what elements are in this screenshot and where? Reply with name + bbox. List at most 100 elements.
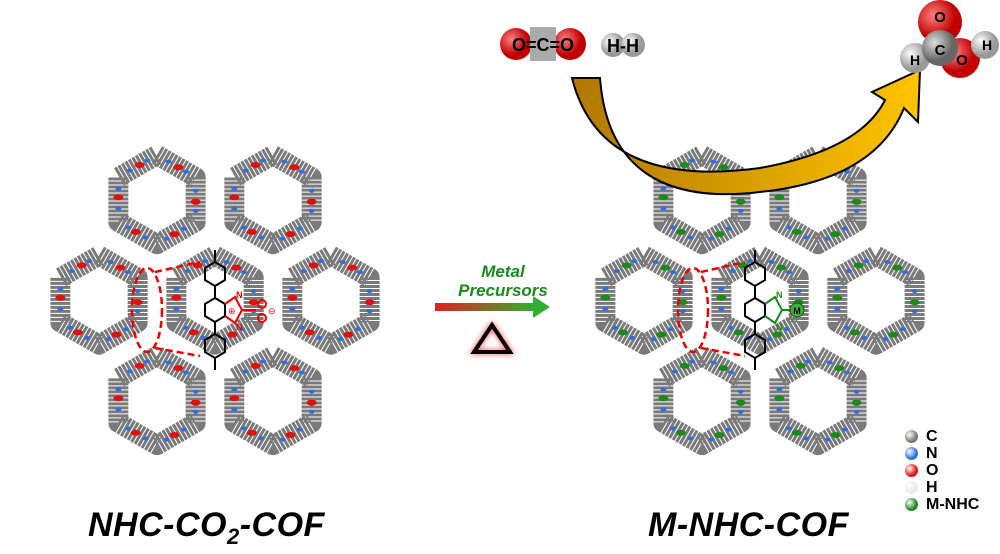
nitrogen-site bbox=[355, 327, 362, 332]
functional-site bbox=[679, 362, 690, 369]
nitrogen-site bbox=[652, 260, 659, 265]
nitrogen-site bbox=[308, 389, 315, 394]
functional-site bbox=[130, 228, 141, 235]
functional-site bbox=[55, 294, 66, 301]
legend-swatch bbox=[905, 464, 918, 477]
nitrogen-site bbox=[629, 335, 636, 340]
nitrogen-site bbox=[163, 437, 170, 442]
nitrogen-site bbox=[86, 258, 93, 263]
nitrogen-site bbox=[231, 206, 238, 211]
nitrogen-site bbox=[289, 306, 296, 311]
functional-site bbox=[173, 365, 184, 372]
functional-site bbox=[853, 262, 864, 269]
functional-site bbox=[656, 331, 667, 338]
nitrogen-site bbox=[126, 168, 133, 173]
nitrogen-site bbox=[239, 327, 246, 332]
nitrogen-site bbox=[671, 369, 678, 374]
nitrogen-site bbox=[843, 169, 850, 174]
framework-pore bbox=[108, 345, 206, 456]
atom-o: O bbox=[934, 9, 946, 26]
functional-site bbox=[285, 231, 296, 238]
functional-site bbox=[791, 228, 802, 235]
functional-site bbox=[76, 262, 87, 269]
atom-c: C bbox=[935, 42, 946, 59]
functional-site bbox=[113, 194, 124, 201]
nitrogen-site bbox=[747, 258, 754, 263]
nitrogen-site bbox=[834, 286, 841, 291]
nitrogen-site bbox=[57, 286, 64, 291]
functional-site bbox=[658, 194, 669, 201]
nitrogen-site bbox=[125, 270, 132, 275]
framework-pore bbox=[224, 345, 322, 456]
nitrogen-site bbox=[805, 359, 812, 364]
functional-site bbox=[287, 294, 298, 301]
functional-site bbox=[892, 264, 903, 271]
functional-site bbox=[72, 329, 83, 336]
nitrogen-site bbox=[766, 337, 773, 342]
functional-site bbox=[306, 399, 317, 406]
nitrogen-site bbox=[183, 325, 190, 330]
nitrogen-site bbox=[728, 325, 735, 330]
nitrogen-site bbox=[300, 268, 307, 273]
framework-pore bbox=[50, 245, 148, 355]
legend-item: N bbox=[905, 445, 979, 462]
functional-site bbox=[714, 432, 725, 439]
functional-site bbox=[250, 362, 261, 369]
nitrogen-site bbox=[308, 208, 315, 213]
nitrogen-site bbox=[884, 260, 891, 265]
nitrogen-site bbox=[84, 335, 91, 340]
framework-pore bbox=[595, 245, 693, 355]
nitrogen-site bbox=[795, 289, 802, 294]
functional-site bbox=[192, 262, 203, 269]
nitrogen-site bbox=[843, 325, 850, 330]
functional-site bbox=[285, 432, 296, 439]
functional-site bbox=[364, 299, 375, 306]
nitrogen-site bbox=[183, 370, 190, 375]
functional-site bbox=[343, 331, 354, 338]
nitrogen-site bbox=[602, 286, 609, 291]
nitrogen-site bbox=[115, 206, 122, 211]
nitrogen-site bbox=[297, 427, 304, 432]
legend-swatch bbox=[905, 481, 918, 494]
functional-site bbox=[304, 329, 315, 336]
functional-site bbox=[231, 264, 242, 271]
functional-site bbox=[130, 429, 141, 436]
atom-n: N bbox=[236, 290, 243, 300]
nitrogen-site bbox=[242, 369, 249, 374]
functional-site bbox=[289, 164, 300, 171]
nitrogen-site bbox=[240, 426, 247, 431]
nitrogen-site bbox=[776, 407, 783, 412]
legend-label: M-NHC bbox=[926, 495, 980, 513]
nitrogen-site bbox=[297, 226, 304, 231]
nitrogen-site bbox=[612, 325, 619, 330]
nitrogen-site bbox=[67, 325, 74, 330]
nitrogen-site bbox=[718, 306, 725, 311]
label-line-1: Metal bbox=[481, 262, 525, 281]
functional-site bbox=[113, 395, 124, 402]
functional-site bbox=[776, 264, 787, 271]
functional-site bbox=[248, 299, 259, 306]
legend-label: N bbox=[926, 444, 938, 462]
functional-site bbox=[791, 429, 802, 436]
atom-h: H bbox=[910, 52, 920, 68]
nitrogen-site bbox=[861, 335, 868, 340]
nitrogen-site bbox=[882, 337, 889, 342]
nitrogen-site bbox=[660, 186, 667, 191]
functional-site bbox=[795, 362, 806, 369]
nitrogen-site bbox=[803, 436, 810, 441]
nitrogen-site bbox=[231, 407, 238, 412]
nitrogen-site bbox=[258, 235, 265, 240]
nitrogen-site bbox=[105, 337, 112, 342]
co2-label: O=C=O bbox=[512, 35, 574, 55]
nitrogen-site bbox=[842, 226, 849, 231]
title-main: NHC-CO bbox=[88, 506, 227, 544]
reaction-arrow bbox=[435, 296, 550, 318]
nitrogen-site bbox=[240, 225, 247, 230]
functional-site bbox=[851, 399, 862, 406]
legend-label: H bbox=[926, 478, 938, 496]
right-framework-title: M-NHC-COF bbox=[648, 506, 849, 544]
functional-site bbox=[227, 331, 238, 338]
functional-site bbox=[188, 329, 199, 336]
nitrogen-site bbox=[134, 309, 141, 314]
